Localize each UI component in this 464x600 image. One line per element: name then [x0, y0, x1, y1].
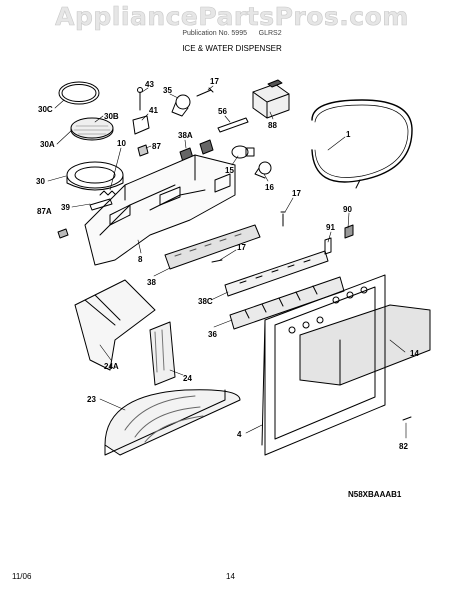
part-24-door-flap	[149, 321, 176, 386]
callout-87: 87	[152, 142, 161, 151]
callout-87a: 87A	[37, 207, 52, 216]
callout-90: 90	[343, 205, 352, 214]
part-82-screw	[402, 416, 412, 421]
callout-24: 24	[183, 374, 192, 383]
part-88-module	[252, 79, 290, 119]
footer-date: 11/06	[12, 572, 32, 581]
part-17-screw-top	[196, 87, 214, 97]
callout-23: 23	[87, 395, 96, 404]
part-38-control-board	[164, 224, 261, 270]
part-56-pin	[217, 117, 249, 133]
callout-16: 16	[265, 183, 274, 192]
part-1-water-tubing	[311, 99, 413, 189]
callout-30b: 30B	[104, 112, 119, 121]
footer-page-number: 14	[226, 572, 235, 581]
callout-17-top: 17	[210, 77, 219, 86]
part-87-clip	[137, 144, 149, 157]
part-17-screw-lower	[211, 259, 223, 263]
part-8-dispenser-housing	[84, 154, 236, 266]
part-30a-filter-disc	[70, 117, 114, 141]
model-number: GLRS2	[258, 30, 282, 37]
part-35-actuator	[171, 94, 191, 117]
callout-36: 36	[208, 330, 217, 339]
callout-8: 8	[138, 255, 143, 264]
callout-88: 88	[268, 121, 277, 130]
part-41-bracket	[132, 115, 150, 135]
callout-41: 41	[149, 106, 158, 115]
callout-14: 14	[410, 349, 419, 358]
part-24a-ice-chute	[74, 279, 156, 371]
part-43-screw	[137, 87, 143, 111]
callout-1: 1	[346, 130, 351, 139]
part-16-bulb-socket	[254, 161, 272, 179]
callout-10: 10	[117, 139, 126, 148]
publication-number: Publication No. 5995	[182, 30, 247, 37]
part-87a-clip	[57, 228, 69, 239]
section-title: ICE & WATER DISPENSER	[182, 44, 282, 53]
callout-43: 43	[145, 80, 154, 89]
diagram-code: N58XBAAAB1	[348, 490, 402, 499]
part-91-clip	[324, 237, 332, 255]
part-30c-gasket-ring	[58, 81, 100, 105]
callout-38c: 38C	[198, 297, 213, 306]
part-17-screw-right	[280, 211, 286, 227]
callout-leader-lines	[47, 85, 407, 439]
callout-17-right: 17	[292, 189, 301, 198]
callout-4: 4	[237, 430, 242, 439]
callout-38a: 38A	[178, 131, 193, 140]
part-39-lever	[89, 198, 113, 211]
callout-39: 39	[61, 203, 70, 212]
callout-labels: 30C 30B 30A 30 10 39 87A 43 41 87 35 17 …	[36, 77, 419, 451]
callout-17-lower: 17	[237, 243, 246, 252]
part-14-overlay-panel	[299, 304, 431, 386]
callout-56: 56	[218, 107, 227, 116]
callout-82: 82	[399, 442, 408, 451]
watermark: AppliancePartsPros.com	[55, 2, 409, 32]
part-36-button-board	[229, 276, 345, 330]
part-15-light-bulb	[231, 145, 255, 159]
callout-35: 35	[163, 86, 172, 95]
part-4-front-frame	[261, 274, 386, 456]
callout-24a: 24A	[104, 362, 119, 371]
callout-91: 91	[326, 223, 335, 232]
callout-30: 30	[36, 177, 45, 186]
part-90-clip	[344, 224, 354, 239]
callout-30a: 30A	[40, 140, 55, 149]
header-publication-row: Publication No. 5995 GLRS2	[0, 30, 464, 37]
callout-15: 15	[225, 166, 234, 175]
callout-38: 38	[147, 278, 156, 287]
part-23-drip-tray	[104, 389, 241, 456]
part-30-chute-ring	[66, 161, 124, 191]
callout-30c: 30C	[38, 105, 53, 114]
